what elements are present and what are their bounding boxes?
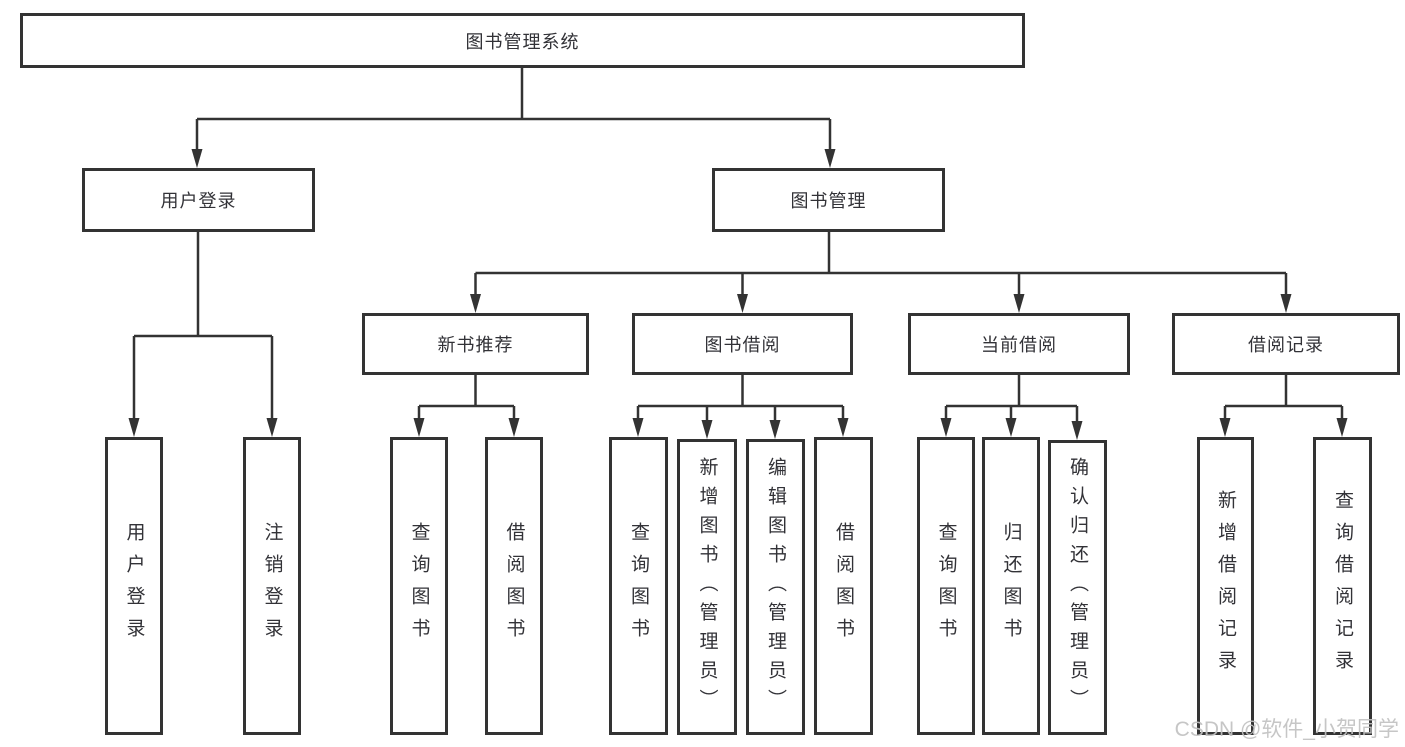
leaf-query-books-recommend: 查询图书 [390, 437, 448, 735]
node-label: 借阅记录 [1248, 335, 1324, 355]
node-book-borrowing: 图书借阅 [632, 313, 853, 375]
node-label: 新书推荐 [437, 335, 514, 355]
leaf-borrow-books-borrowing: 借阅图书 [814, 437, 873, 735]
node-root-book-management-system: 图书管理系统 [20, 13, 1025, 68]
node-label: 新增借阅记录 [1215, 490, 1236, 682]
node-label: 确认归还（管理员） [1067, 457, 1088, 718]
leaf-add-borrow-record: 新增借阅记录 [1197, 437, 1254, 735]
connector-root-to-level2 [191, 68, 836, 168]
leaf-query-borrow-record: 查询借阅记录 [1313, 437, 1372, 735]
node-label: 当前借阅 [981, 335, 1057, 355]
connector-current-borrowing-children [940, 375, 1083, 440]
connector-new-book-recommend-children [413, 375, 520, 437]
node-user-login: 用户登录 [82, 168, 315, 232]
leaf-query-books-current: 查询图书 [917, 437, 975, 735]
node-label: 用户登录 [123, 522, 145, 650]
connector-user-login-children [128, 232, 278, 437]
node-label: 查询图书 [935, 522, 957, 650]
node-current-borrowing: 当前借阅 [908, 313, 1130, 375]
leaf-confirm-return-admin: 确认归还（管理员） [1048, 440, 1107, 735]
node-label: 查询图书 [408, 522, 430, 650]
node-label: 编辑图书（管理员） [765, 456, 786, 718]
node-label: 注销登录 [261, 522, 283, 650]
leaf-user-login: 用户登录 [105, 437, 163, 735]
node-label: 查询借阅记录 [1332, 490, 1353, 682]
node-label: 借阅图书 [503, 522, 525, 650]
node-label: 借阅图书 [833, 522, 854, 650]
node-label: 归还图书 [1000, 522, 1022, 650]
connector-book-borrowing-children [632, 375, 849, 439]
node-label: 图书管理 [790, 191, 867, 211]
leaf-return-books: 归还图书 [982, 437, 1040, 735]
connector-borrowing-records-children [1219, 375, 1348, 437]
leaf-query-books-borrowing: 查询图书 [609, 437, 668, 735]
node-borrowing-records: 借阅记录 [1172, 313, 1400, 375]
node-label: 新增图书（管理员） [696, 456, 718, 718]
node-label: 图书管理系统 [465, 31, 580, 52]
leaf-borrow-books-recommend: 借阅图书 [485, 437, 543, 735]
leaf-add-books-admin: 新增图书（管理员） [677, 439, 737, 735]
node-label: 图书借阅 [704, 335, 781, 355]
node-new-book-recommend: 新书推荐 [362, 313, 589, 375]
watermark: CSDN @软件_小贺同学 [1174, 718, 1399, 741]
node-label: 用户登录 [160, 191, 237, 211]
leaf-logout: 注销登录 [243, 437, 301, 735]
node-book-management: 图书管理 [712, 168, 945, 232]
connector-book-management-children [470, 232, 1292, 313]
node-label: 查询图书 [628, 522, 649, 650]
leaf-edit-books-admin: 编辑图书（管理员） [746, 439, 805, 735]
